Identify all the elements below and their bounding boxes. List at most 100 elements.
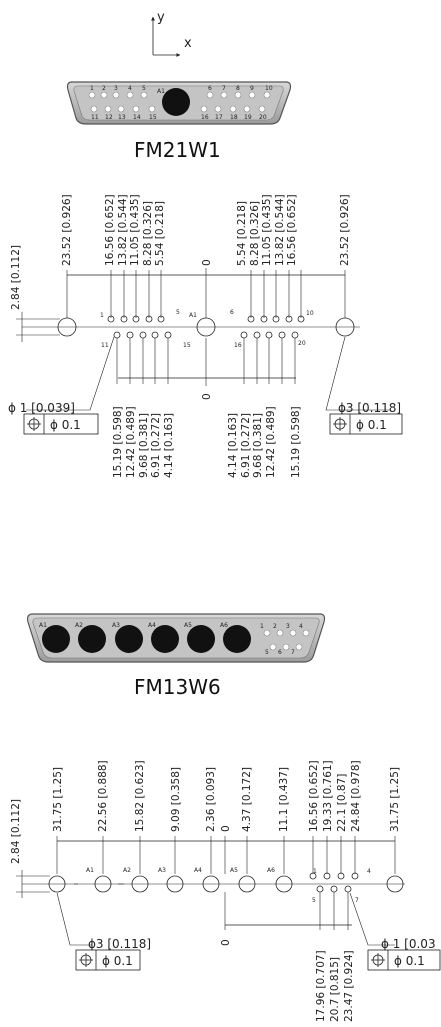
- big-contact-a4: [151, 625, 179, 653]
- pin-10: [263, 91, 271, 99]
- big-contact-label: A5: [184, 622, 192, 629]
- axis-indicator: y x: [151, 10, 192, 57]
- callout-large-tolerance: ϕ 0.1: [356, 418, 387, 432]
- big-contact-label: A2: [75, 622, 83, 629]
- callout-large-diameter: ϕ3 [0.118]: [338, 401, 401, 415]
- big-contact-a1: [42, 625, 70, 653]
- zero-label-bottom: 0: [201, 393, 213, 400]
- pin-marker-1: 1: [313, 868, 317, 875]
- pin-marker-6: 6: [230, 309, 234, 316]
- pin-5: [269, 643, 277, 651]
- callout-large-tolerance: ϕ 0.1: [102, 954, 133, 968]
- y-axis-label: y: [157, 10, 165, 25]
- big-contact-a5: [187, 625, 215, 653]
- pin-marker-11: 11: [101, 342, 109, 349]
- pin-label: 4: [299, 623, 303, 630]
- dim-label-bottom: 15.19 [0.598]: [290, 406, 302, 478]
- pin-4: [126, 91, 134, 99]
- vertical-dim-label: 2.84 [0.112]: [10, 799, 22, 864]
- dim-label-top: 23.52 [0.926]: [61, 194, 73, 266]
- pin-3: [112, 91, 120, 99]
- pin-marker-10: 10: [306, 310, 314, 317]
- pin-label: 12: [105, 114, 113, 121]
- pin-4: [302, 629, 310, 637]
- pin-label: 17: [215, 114, 223, 121]
- pin-marker-20: 20: [298, 340, 306, 347]
- pin-2: [100, 91, 108, 99]
- pin-19: [243, 105, 251, 113]
- pin-1: [263, 629, 271, 637]
- pin-label: 1: [260, 623, 264, 630]
- big-contact-label: A1: [39, 622, 47, 629]
- drawing-pins: [66, 268, 346, 386]
- position-icon: [333, 417, 347, 431]
- contact-hole-a2: [131, 875, 149, 893]
- pin-7: [220, 91, 228, 99]
- pin-20: [258, 105, 266, 113]
- pin-label: 7: [291, 649, 295, 656]
- x-axis-label: x: [184, 36, 192, 51]
- pin-marker-4: 4: [367, 868, 371, 875]
- pin-label: 3: [286, 623, 290, 630]
- pin-label: 13: [118, 114, 126, 121]
- callout-large-leader: [325, 336, 390, 411]
- pin-hole-bottom: [265, 331, 273, 339]
- pin-label: 20: [259, 114, 267, 121]
- pin-12: [104, 105, 112, 113]
- dim-label-top: 5.54 [0.218]: [154, 201, 166, 266]
- pin-17: [214, 105, 222, 113]
- marker-a1: A1: [189, 312, 197, 319]
- big-contact-a3: [115, 625, 143, 653]
- pin-label: 2: [102, 85, 106, 92]
- dim-label-top: 22.56 [0.888]: [97, 760, 109, 832]
- dim-label-top: 2.36 [0.093]: [205, 767, 217, 832]
- pin-18: [229, 105, 237, 113]
- pin-11: [90, 105, 98, 113]
- dim-label-top: 13.82 [0.544]: [117, 194, 129, 266]
- pin-hole-bottom: [164, 331, 172, 339]
- contact-hole-a1: [94, 875, 112, 893]
- pin-hole-bottom: [291, 331, 299, 339]
- contact-label: A4: [194, 867, 202, 874]
- dim-label-top: 11.1 [0.437]: [278, 767, 290, 832]
- dim-label-bottom: 4.14 [0.163]: [163, 413, 175, 478]
- callout-large-frame: [329, 413, 403, 435]
- callout-small-frame: [23, 413, 99, 435]
- dim-label-bottom: 12.42 [0.489]: [265, 406, 277, 478]
- pin-marker-16: 16: [234, 342, 242, 349]
- pin-15: [148, 105, 156, 113]
- pin-label: 7: [222, 85, 226, 92]
- pin-label: 3: [114, 85, 118, 92]
- mounting-hole-right: [386, 875, 404, 893]
- dim-label-top: 16.56 [0.652]: [308, 760, 320, 832]
- position-icon: [79, 953, 93, 967]
- contact-label: A3: [158, 867, 166, 874]
- big-contact-a6: [223, 625, 251, 653]
- callout-large-frame: [75, 949, 141, 971]
- pin-label: 19: [244, 114, 252, 121]
- big-contact-a1: [162, 88, 190, 116]
- pin-hole-bottom: [278, 331, 286, 339]
- callout-small-diameter: ϕ 1 [0.03: [381, 937, 436, 951]
- dim-label-top: 24.84 [0.978]: [350, 760, 362, 832]
- contact-hole-a3: [166, 875, 184, 893]
- pin-6: [282, 643, 290, 651]
- dim-label-bottom: 15.19 [0.598]: [112, 406, 124, 478]
- fm21w1-dimension-drawing: 2.84 [0.112] 23.52 [0.926]16.56 [0.652]1…: [8, 194, 403, 478]
- pin-label: 16: [201, 114, 209, 121]
- pin-marker-15: 15: [183, 342, 191, 349]
- dim-label-bottom: 20.7 [0.815]: [329, 957, 341, 1022]
- vertical-dim-label: 2.84 [0.112]: [10, 245, 22, 310]
- dim-label-bottom: 9.68 [0.381]: [252, 413, 264, 478]
- big-contact-label: A3: [112, 622, 120, 629]
- callout-small-tolerance: ϕ 0.1: [50, 418, 81, 432]
- pin-14: [132, 105, 140, 113]
- contact-label: A2: [123, 867, 131, 874]
- dim-label-top: 19.33 [0.761]: [322, 760, 334, 832]
- pin-6: [206, 91, 214, 99]
